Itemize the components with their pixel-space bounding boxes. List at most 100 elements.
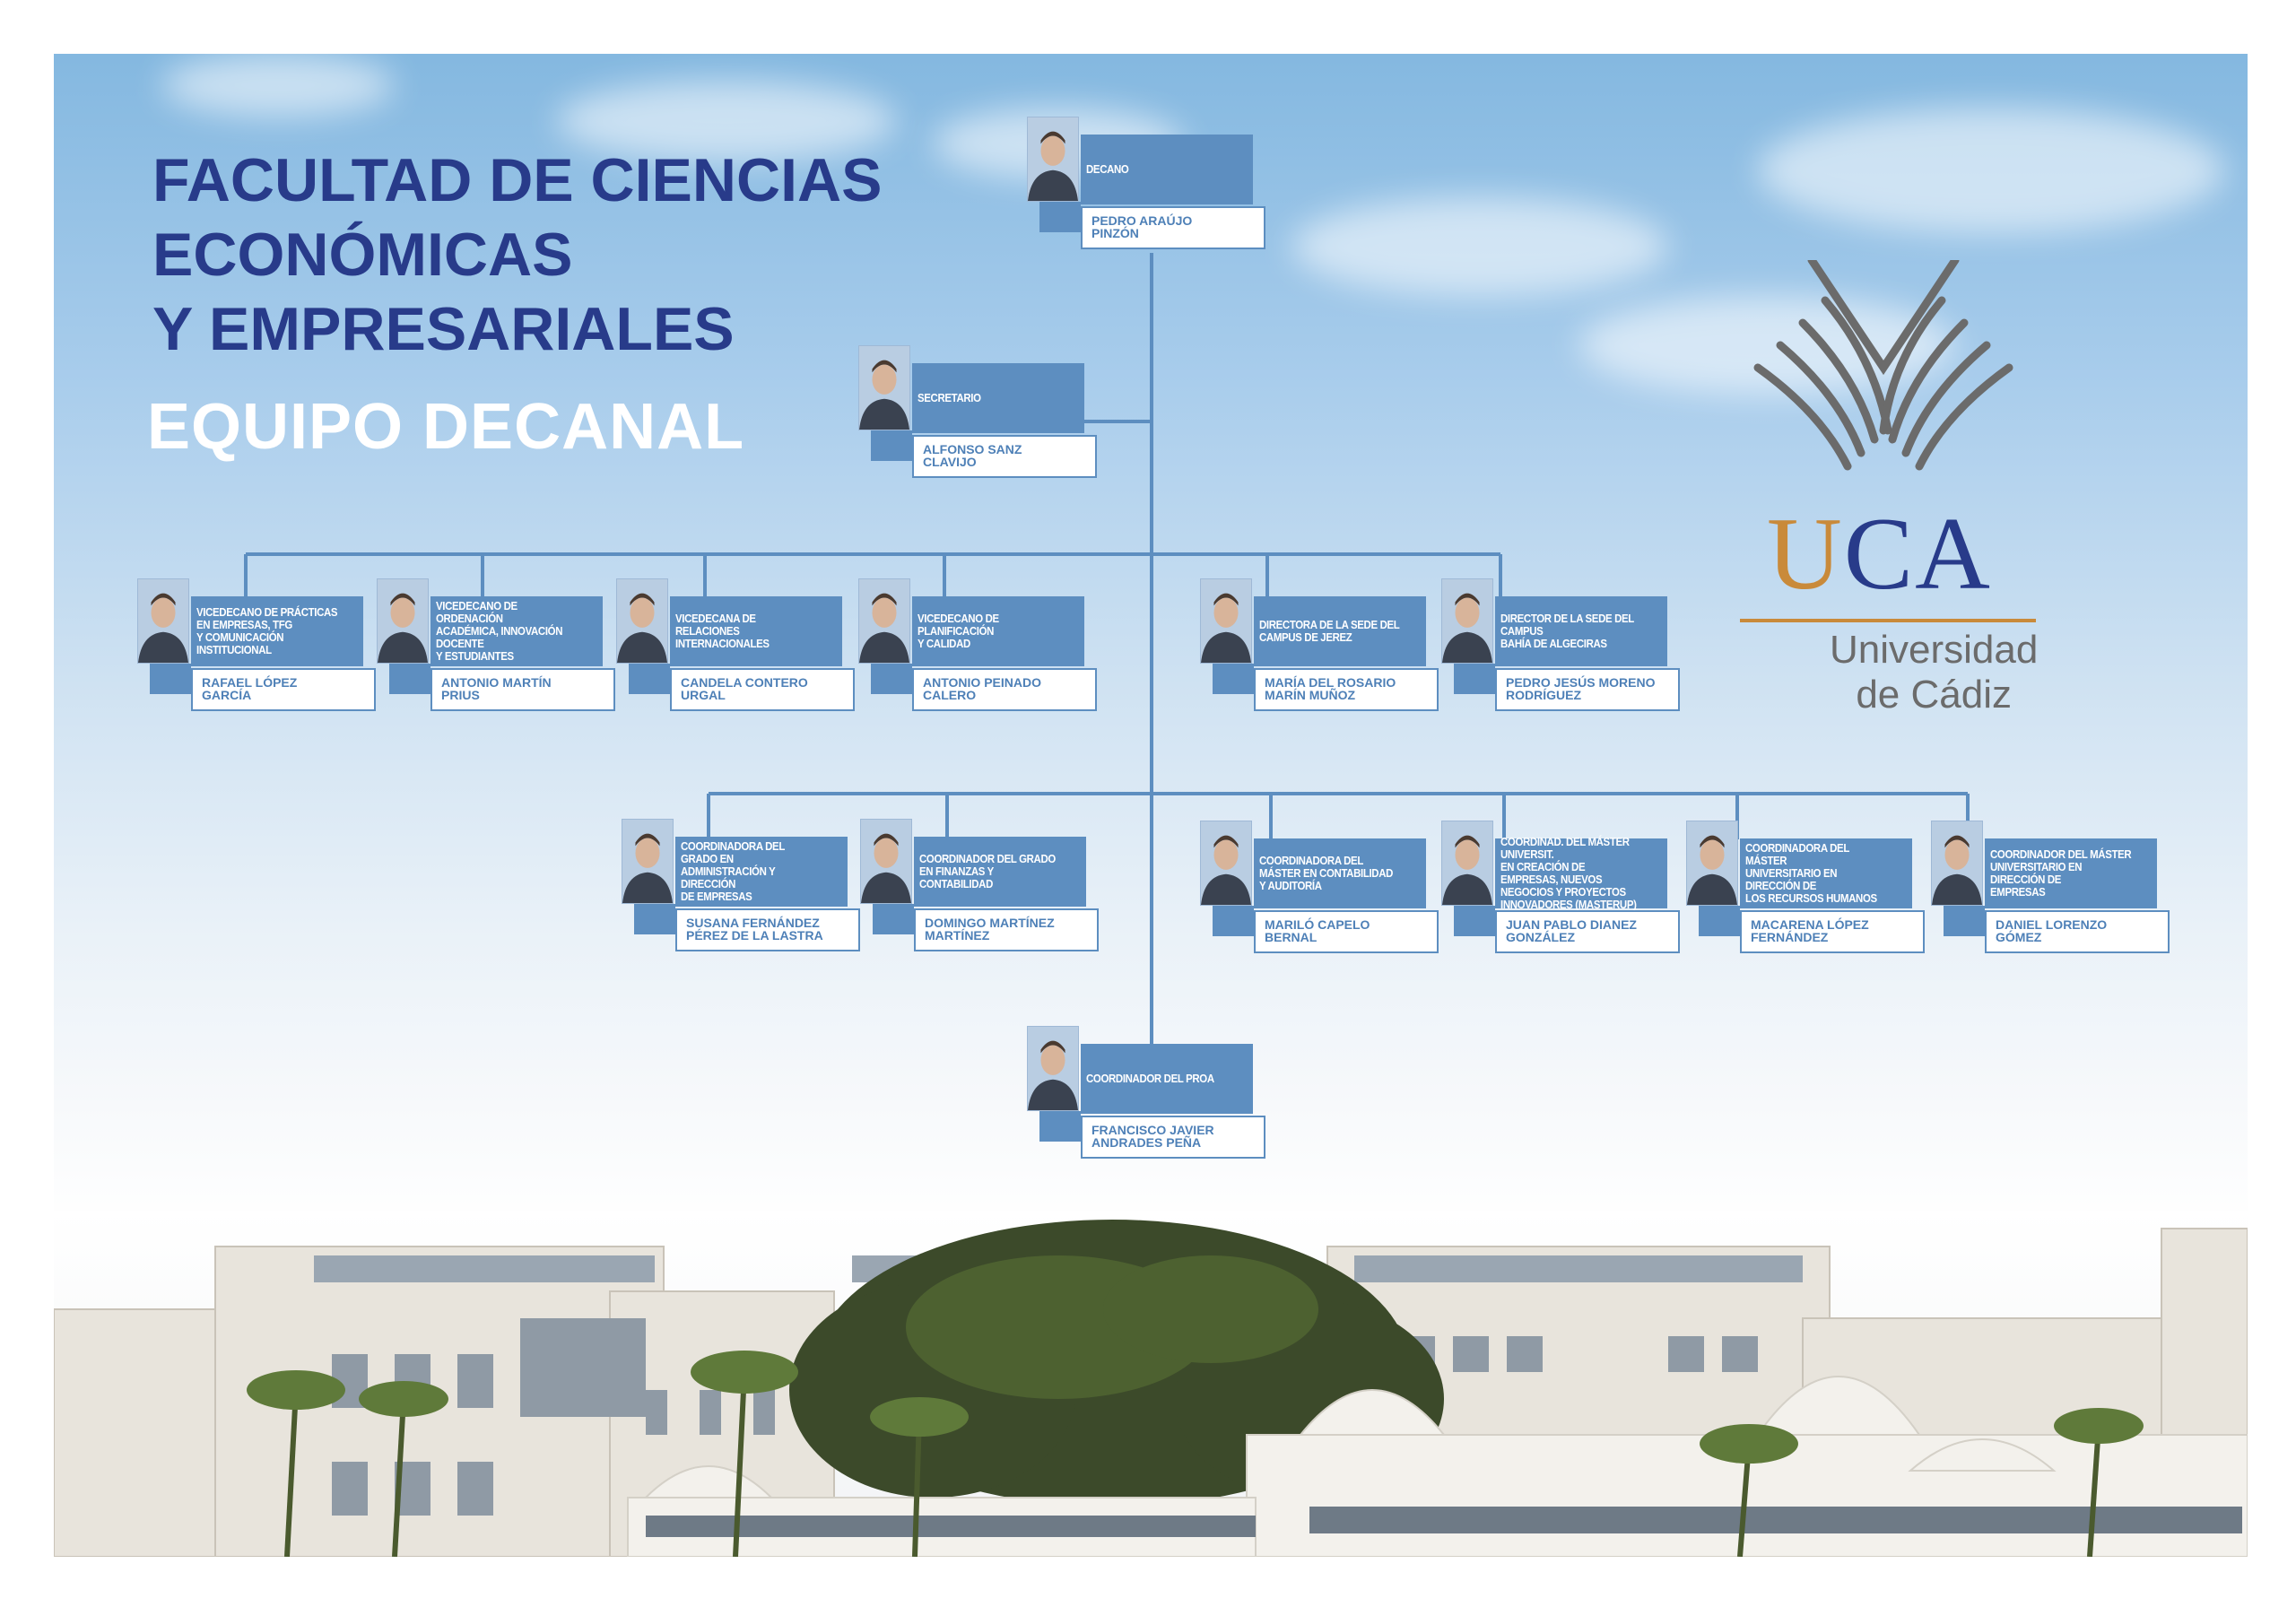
person-photo <box>1027 117 1079 202</box>
name-tab <box>629 664 670 694</box>
uca-logo-acronym: UCA <box>1767 502 1992 606</box>
person-name: FRANCISCO JAVIER ANDRADES PEÑA <box>1081 1116 1265 1159</box>
person-name: PEDRO JESÚS MORENO RODRÍGUEZ <box>1495 668 1680 711</box>
person-name: DOMINGO MARTÍNEZ MARTÍNEZ <box>914 908 1099 951</box>
role-label: VICEDECANA DE RELACIONES INTERNACIONALES <box>675 612 770 650</box>
node-secretario: SECRETARIO ALFONSO SANZ CLAVIJO <box>858 345 1127 480</box>
person-name: PEDRO ARAÚJO PINZÓN <box>1081 206 1265 249</box>
person-name: ALFONSO SANZ CLAVIJO <box>912 435 1097 478</box>
person-name: MARÍA DEL ROSARIO MARÍN MUÑOZ <box>1254 668 1439 711</box>
role-label: COORDINADORA DEL MÁSTER EN CONTABILIDAD … <box>1259 854 1394 892</box>
node-coordinador-finanzas: COORDINADOR DEL GRADO EN FINANZAS Y CONT… <box>860 819 1129 953</box>
role-label: COORDINADORA DEL MÁSTER UNIVERSITARIO EN… <box>1745 841 1877 905</box>
person-photo <box>622 819 674 904</box>
faculty-title-line-1: FACULTAD DE CIENCIAS <box>152 146 883 214</box>
node-vicedecano-planificacion: VICEDECANO DE PLANIFICACIÓN Y CALIDAD AN… <box>858 578 1127 713</box>
team-subtitle: EQUIPO DECANAL <box>147 391 745 463</box>
cloud <box>1758 108 2224 233</box>
name-tab <box>389 664 430 694</box>
role-box: COORDINADORA DEL MÁSTER EN CONTABILIDAD … <box>1254 838 1426 908</box>
person-photo <box>616 578 668 664</box>
node-vicedecana-relaciones: VICEDECANA DE RELACIONES INTERNACIONALES… <box>616 578 885 713</box>
faculty-title-line-3: Y EMPRESARIALES <box>152 295 735 363</box>
role-label: DIRECTORA DE LA SEDE DEL CAMPUS DE JEREZ <box>1259 618 1400 644</box>
name-tab <box>1039 202 1081 232</box>
name-tab <box>1454 664 1495 694</box>
name-tab <box>871 430 912 461</box>
name-tab <box>1454 906 1495 936</box>
role-box: COORDINAD. DEL MÁSTER UNIVERSIT. EN CREA… <box>1495 835 1667 911</box>
role-box: COORDINADOR DEL PROA <box>1081 1044 1253 1114</box>
name-tab <box>873 904 914 934</box>
person-photo <box>1027 1026 1079 1111</box>
name-tab <box>1944 906 1985 936</box>
name-tab <box>871 664 912 694</box>
person-photo <box>1931 821 1983 906</box>
uca-logo-name: Universidad de Cádiz <box>1830 628 2038 717</box>
role-box: COORDINADORA DEL MÁSTER UNIVERSITARIO EN… <box>1740 838 1912 908</box>
person-photo <box>1200 821 1252 906</box>
person-name: RAFAEL LÓPEZ GARCÍA <box>191 668 376 711</box>
person-photo <box>377 578 429 664</box>
role-box: COORDINADOR DEL GRADO EN FINANZAS Y CONT… <box>914 837 1086 907</box>
faculty-title-line-2: ECONÓMICAS <box>152 221 573 289</box>
role-box: DECANO <box>1081 135 1253 204</box>
role-label: DECANO <box>1086 162 1129 176</box>
role-box: VICEDECANO DE PLANIFICACIÓN Y CALIDAD <box>912 596 1084 666</box>
role-label: SECRETARIO <box>918 391 981 404</box>
person-photo <box>1686 821 1738 906</box>
name-tab <box>1213 664 1254 694</box>
person-photo <box>1200 578 1252 664</box>
role-box: DIRECTOR DE LA SEDE DEL CAMPUS BAHÍA DE … <box>1495 596 1667 666</box>
person-name: SUSANA FERNÁNDEZ PÉREZ DE LA LASTRA <box>675 908 860 951</box>
person-name: DANIEL LORENZO GÓMEZ <box>1985 910 2170 953</box>
poster-background: FACULTAD DE CIENCIAS ECONÓMICAS Y EMPRES… <box>54 54 2248 1557</box>
name-tab <box>1039 1111 1081 1142</box>
node-vicedecano-practicas: VICEDECANO DE PRÁCTICAS EN EMPRESAS, TFG… <box>137 578 406 713</box>
role-label: VICEDECANO DE ORDENACIÓN ACADÉMICA, INNO… <box>436 599 563 663</box>
role-label: COORDINADOR DEL GRADO EN FINANZAS Y CONT… <box>919 852 1056 890</box>
node-coordinador-proa: COORDINADOR DEL PROA FRANCISCO JAVIER AN… <box>1027 1026 1296 1160</box>
person-name: JUAN PABLO DIANEZ GONZÁLEZ <box>1495 910 1680 953</box>
uca-logo-icon <box>1753 260 2013 471</box>
cloud <box>1292 197 1668 296</box>
role-label: COORDINADOR DEL MÁSTER UNIVERSITARIO EN … <box>1990 847 2132 899</box>
role-box: COORDINADORA DEL GRADO EN ADMINISTRACIÓN… <box>675 837 848 907</box>
role-label: COORDINADOR DEL PROA <box>1086 1072 1214 1085</box>
name-tab <box>150 664 191 694</box>
uca-logo-rule <box>1740 619 2036 622</box>
node-coordinadora-contabilidad: COORDINADORA DEL MÁSTER EN CONTABILIDAD … <box>1200 821 1469 955</box>
uca-logo-u: U <box>1767 497 1844 612</box>
node-coordinador-masterup: COORDINAD. DEL MÁSTER UNIVERSIT. EN CREA… <box>1441 821 1710 955</box>
person-photo <box>137 578 189 664</box>
person-photo <box>1441 821 1493 906</box>
node-coordinador-direccion-empresas: COORDINADOR DEL MÁSTER UNIVERSITARIO EN … <box>1931 821 2200 955</box>
role-box: VICEDECANO DE ORDENACIÓN ACADÉMICA, INNO… <box>430 596 603 666</box>
person-name: CANDELA CONTERO URGAL <box>670 668 855 711</box>
name-tab <box>634 904 675 934</box>
cloud <box>556 81 897 161</box>
person-name: MARILÓ CAPELO BERNAL <box>1254 910 1439 953</box>
role-label: VICEDECANO DE PRÁCTICAS EN EMPRESAS, TFG… <box>196 605 338 656</box>
role-box: COORDINADOR DEL MÁSTER UNIVERSITARIO EN … <box>1985 838 2157 908</box>
person-name: MACARENA LÓPEZ FERNÁNDEZ <box>1740 910 1925 953</box>
node-coordinadora-rrhh: COORDINADORA DEL MÁSTER UNIVERSITARIO EN… <box>1686 821 1955 955</box>
node-director-algeciras: DIRECTOR DE LA SEDE DEL CAMPUS BAHÍA DE … <box>1441 578 1710 713</box>
name-tab <box>1213 906 1254 936</box>
person-name: ANTONIO MARTÍN PRIUS <box>430 668 615 711</box>
role-box: VICEDECANA DE RELACIONES INTERNACIONALES <box>670 596 842 666</box>
campus-buildings-image <box>54 1211 2248 1557</box>
node-coordinadora-ade: COORDINADORA DEL GRADO EN ADMINISTRACIÓN… <box>622 819 891 953</box>
person-photo <box>860 819 912 904</box>
uca-logo-ca: CA <box>1843 497 1992 612</box>
role-box: DIRECTORA DE LA SEDE DEL CAMPUS DE JEREZ <box>1254 596 1426 666</box>
role-label: DIRECTOR DE LA SEDE DEL CAMPUS BAHÍA DE … <box>1500 612 1634 650</box>
name-tab <box>1699 906 1740 936</box>
person-photo <box>858 345 910 430</box>
cloud <box>161 54 395 117</box>
node-vicedecano-ordenacion: VICEDECANO DE ORDENACIÓN ACADÉMICA, INNO… <box>377 578 646 713</box>
role-label: COORDINAD. DEL MÁSTER UNIVERSIT. EN CREA… <box>1500 835 1637 911</box>
person-photo <box>858 578 910 664</box>
role-label: COORDINADORA DEL GRADO EN ADMINISTRACIÓN… <box>681 839 785 903</box>
person-photo <box>1441 578 1493 664</box>
